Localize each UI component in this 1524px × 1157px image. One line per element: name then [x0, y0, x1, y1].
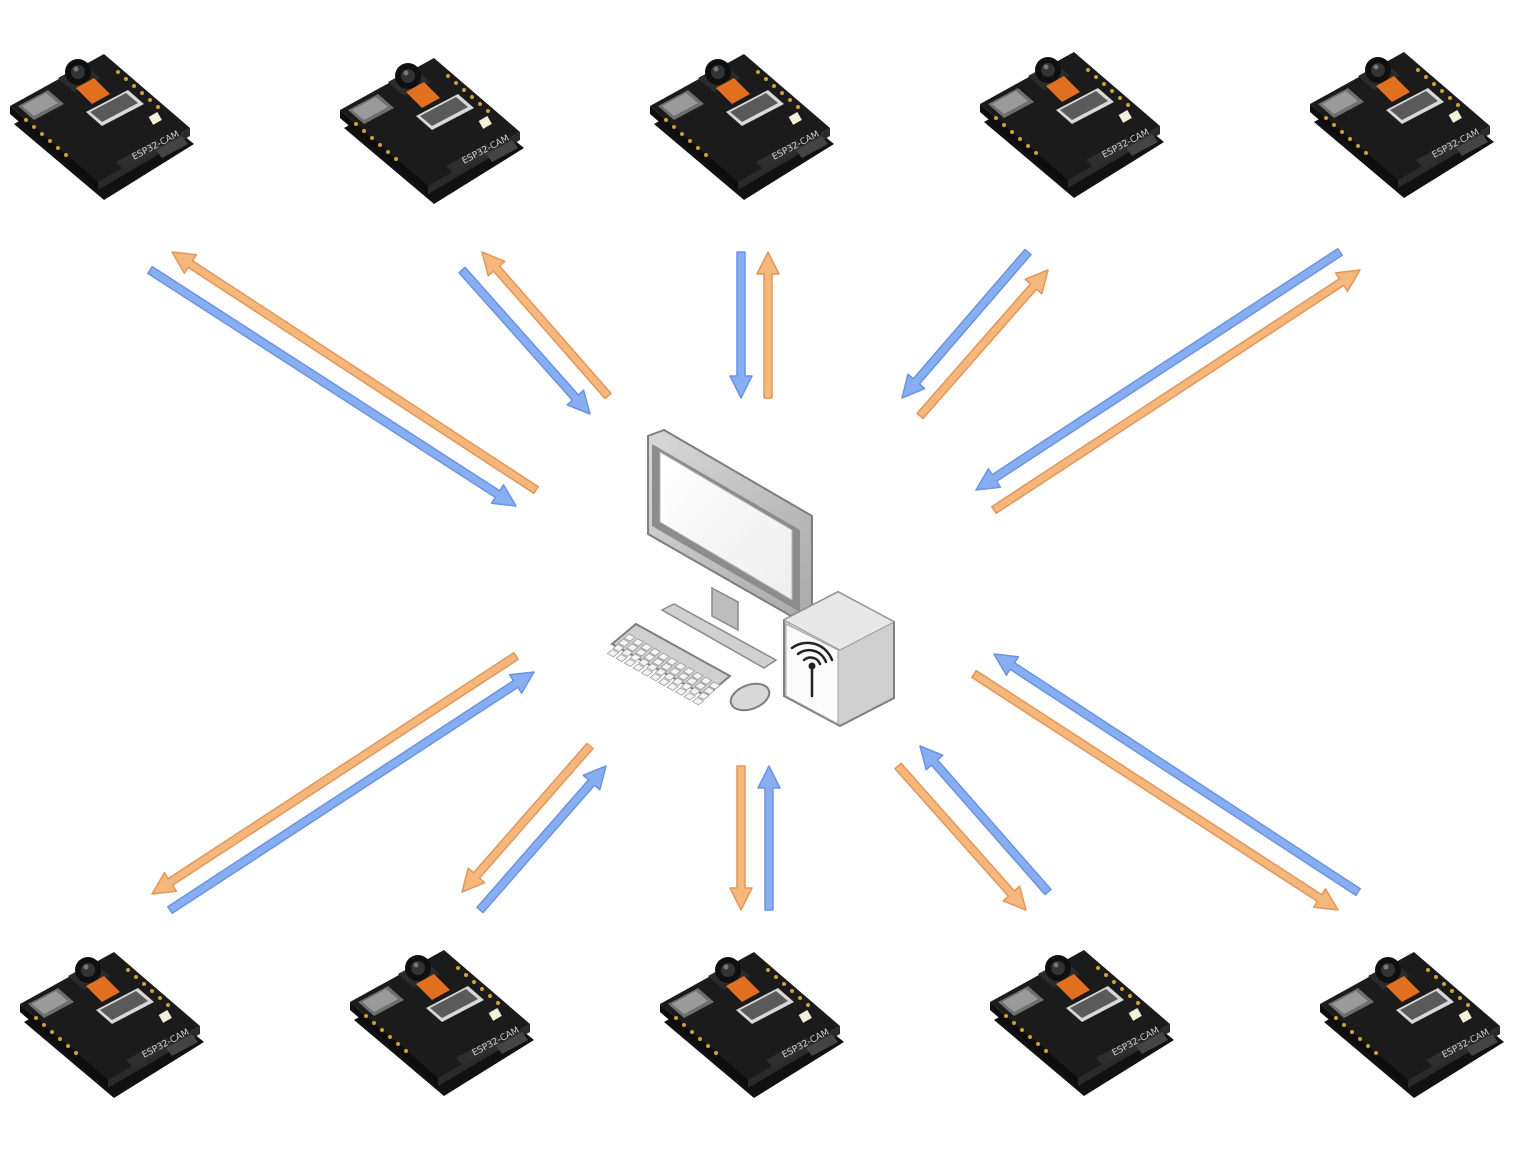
downlink-arrow [991, 269, 1361, 515]
keyboard-key [640, 643, 653, 652]
keyboard-key [691, 671, 704, 681]
esp32-cam-node: ESP32-CAM [650, 54, 834, 200]
keyboard-key [702, 686, 716, 695]
esp32-cam-board-icon [980, 52, 1164, 198]
keyboard-key [685, 677, 699, 686]
keyboard-key [649, 673, 662, 682]
keyboard-key [612, 643, 625, 653]
keyboard-key [651, 657, 665, 667]
esp32-cam-node: ESP32-CAM [350, 950, 534, 1096]
keyboard-key [623, 658, 637, 667]
keyboard-key [617, 638, 631, 647]
keyboard-key [615, 653, 628, 663]
downlink-arrow [916, 269, 1049, 420]
keyboard-key [708, 681, 721, 690]
keyboard-key [626, 643, 639, 652]
downlink-arrow [729, 765, 753, 911]
keyboard-key [697, 691, 710, 701]
keyboard-key [643, 653, 656, 662]
keyboard-key [691, 697, 705, 706]
downlink-arrow [971, 669, 1339, 911]
keyboard-key [657, 652, 670, 661]
uplink-arrow [919, 745, 1052, 896]
downlink-arrow [756, 251, 780, 399]
camera-nodes: ESP32-CAM ESP32-CAM ESP32-CAM ESP32-CAM ESP3… [10, 52, 1504, 1098]
esp32-cam-node: ESP32-CAM [20, 952, 204, 1098]
keyboard-key [683, 692, 696, 701]
keyboard-key [680, 682, 693, 691]
esp32-cam-board-icon [20, 952, 204, 1098]
keyboard-key [688, 687, 702, 696]
downlink-arrow [461, 742, 594, 893]
keyboard-key [694, 681, 707, 691]
uplink-arrow [147, 265, 517, 507]
esp32-cam-node: ESP32-CAM [10, 54, 194, 200]
esp32-cam-board-icon [10, 54, 194, 200]
esp32-cam-node: ESP32-CAM [1310, 52, 1494, 198]
downlink-arrow [894, 762, 1027, 911]
esp32-cam-node: ESP32-CAM [990, 950, 1174, 1096]
keyboard-key [671, 677, 685, 686]
downlink-arrow [151, 651, 519, 895]
keyboard-key [629, 653, 642, 662]
esp32-cam-node: ESP32-CAM [340, 58, 524, 204]
keyboard-key [646, 663, 659, 672]
keyboard-key [660, 662, 673, 671]
keyboard-key [699, 676, 713, 685]
uplink-arrow [458, 266, 591, 415]
downlink-arrow [171, 251, 539, 495]
keyboard-key [637, 658, 651, 667]
uplink-arrow [476, 765, 607, 914]
uplink-arrow [167, 671, 535, 915]
keyboard-icon [606, 622, 732, 706]
downlink-arrow [481, 251, 612, 400]
uplink-arrow [993, 653, 1361, 897]
esp32-cam-board-icon [340, 58, 524, 204]
keyboard-key [632, 663, 645, 672]
keyboard-key [677, 672, 690, 681]
uplink-arrow [901, 248, 1032, 399]
keyboard-key [640, 668, 654, 677]
keyboard-key [663, 672, 676, 681]
esp32-cam-board-icon [1310, 52, 1494, 198]
keyboard-key [657, 677, 671, 687]
keyboard-key [682, 667, 696, 676]
monitor-icon [647, 428, 813, 669]
esp32-cam-board-icon [650, 54, 834, 200]
esp32-cam-node: ESP32-CAM [1320, 952, 1504, 1098]
esp32-cam-board-icon [990, 950, 1174, 1096]
keyboard-key [606, 649, 620, 658]
uplink-arrow [729, 251, 753, 399]
esp32-cam-node: ESP32-CAM [980, 52, 1164, 198]
keyboard-key [631, 638, 645, 647]
esp32-cam-board-icon [660, 952, 844, 1098]
esp32-cam-board-icon [350, 950, 534, 1096]
uplink-arrow [975, 247, 1343, 491]
wireless-computer [606, 428, 896, 728]
wifi-tower-box-icon [782, 590, 896, 728]
keyboard-key [623, 633, 636, 642]
keyboard-key [666, 682, 679, 691]
mouse-icon [729, 682, 771, 712]
esp32-cam-node: ESP32-CAM [660, 952, 844, 1098]
keyboard-key [654, 667, 668, 677]
keyboard-key [620, 648, 634, 657]
keyboard-key [668, 667, 682, 676]
esp32-cam-board-icon [1320, 952, 1504, 1098]
keyboard-key [648, 647, 662, 657]
keyboard-key [634, 648, 648, 657]
uplink-arrow [757, 765, 781, 911]
keyboard-key [665, 657, 679, 666]
link-arrows [147, 247, 1361, 915]
keyboard-key [674, 687, 688, 696]
keyboard-key [674, 662, 687, 671]
